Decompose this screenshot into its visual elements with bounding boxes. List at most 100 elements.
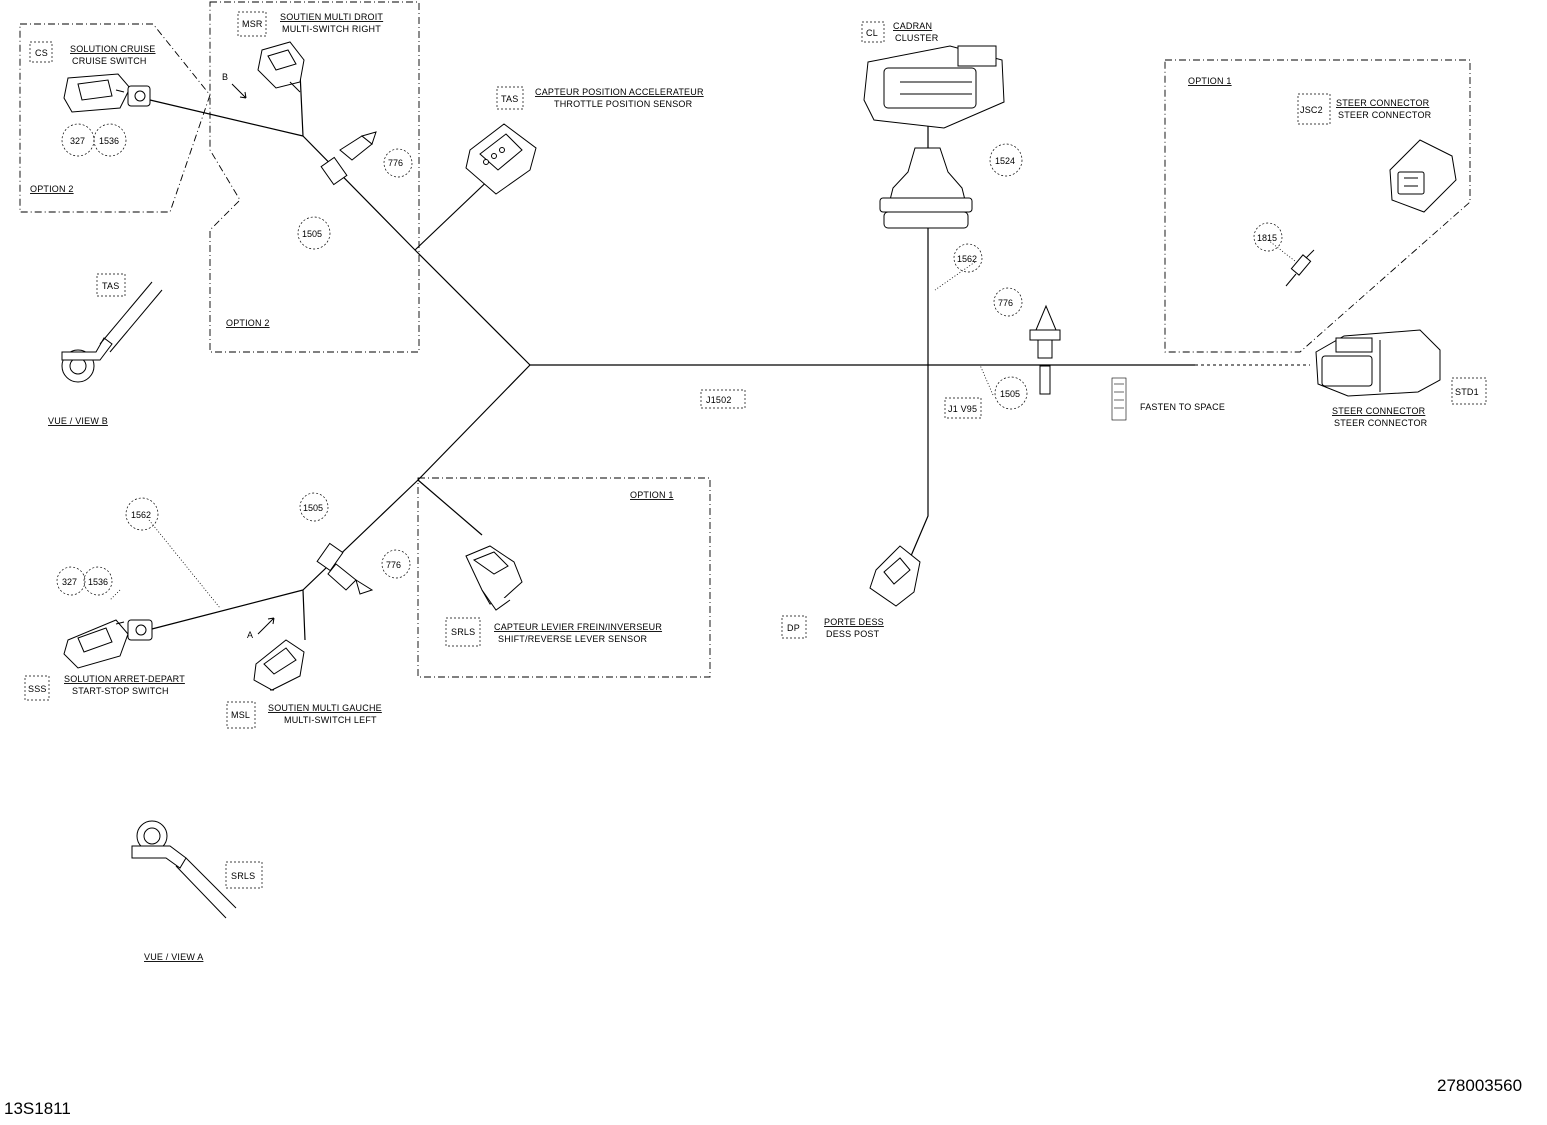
ref-776-right: 776 <box>998 298 1013 308</box>
srls-label-en: SHIFT/REVERSE LEVER SENSOR <box>498 634 648 644</box>
document-code-right: 278003560 <box>1437 1076 1523 1095</box>
cs-label-fr: SOLUTION CRUISE <box>70 44 156 54</box>
callout-dp: DP PORTE DESS DESS POST <box>781 615 884 639</box>
option-2-box-left <box>19 23 211 213</box>
trunk-label: J1502 J1 V95 <box>700 389 982 419</box>
cl-code: CL <box>866 28 878 38</box>
wire-lower-branch <box>302 364 531 641</box>
view-letter-a: A <box>247 630 253 640</box>
tie-wrap-lower-icon <box>316 542 374 595</box>
dp-label-en: DESS POST <box>826 629 880 639</box>
multi-switch-right-connector-icon <box>257 41 305 93</box>
callout-msl: MSL SOUTIEN MULTI GAUCHE MULTI-SWITCH LE… <box>226 701 382 729</box>
ref-1505-upper: 1505 <box>302 229 322 239</box>
view-letter-b: B <box>222 72 228 82</box>
cruise-switch-connector-icon <box>63 73 151 113</box>
trunk-code-2: J1 V95 <box>948 404 977 414</box>
refs-upper-junction: 776 1505 <box>297 148 413 250</box>
leader-lines <box>109 239 1301 609</box>
sss-label-fr: SOLUTION ARRET-DEPART <box>64 674 185 684</box>
trunk-code: J1502 <box>706 395 732 405</box>
ref-327-top: 327 <box>70 136 85 146</box>
callout-srls: SRLS CAPTEUR LEVIER FREIN/INVERSEUR SHIF… <box>445 617 662 647</box>
tie-wrap-right-icon <box>1029 304 1061 395</box>
harness-wires <box>147 71 1195 641</box>
option-2-box-top <box>209 1 420 353</box>
srls-code: SRLS <box>451 627 475 637</box>
ref-1524: 1524 <box>995 156 1015 166</box>
option-boxes <box>19 1 1471 678</box>
callout-msr: MSR SOUTIEN MULTI DROIT MULTI-SWITCH RIG… <box>237 11 383 37</box>
std1-label-en: STEER CONNECTOR <box>1334 418 1428 428</box>
view-arrow-b <box>231 83 247 99</box>
view-a-srls-code: SRLS <box>231 871 255 881</box>
std1-code: STD1 <box>1455 387 1479 397</box>
option-1-label-mid: OPTION 1 <box>630 490 674 500</box>
start-stop-switch-connector-icon <box>63 619 153 669</box>
jsc-label-en: STEER CONNECTOR <box>1338 110 1432 120</box>
ref-1562-right: 1562 <box>957 254 977 264</box>
tas-label-en: THROTTLE POSITION SENSOR <box>554 99 693 109</box>
view-b-tas-code: TAS <box>102 281 119 291</box>
grommet-icon <box>879 147 973 229</box>
srls-label-fr: CAPTEUR LEVIER FREIN/INVERSEUR <box>494 622 662 632</box>
refs-lower-left: 1562 1505 776 327 1536 <box>56 492 411 596</box>
msr-label-en: MULTI-SWITCH RIGHT <box>282 24 381 34</box>
sss-label-en: START-STOP SWITCH <box>72 686 169 696</box>
view-a-label: VUE / VIEW A <box>144 952 203 962</box>
sss-code: SSS <box>28 684 47 694</box>
option-2-label-left: OPTION 2 <box>30 184 74 194</box>
option-1-box-right <box>1164 59 1471 353</box>
ref-1505-right: 1505 <box>1000 389 1020 399</box>
view-b-clip-icon <box>61 281 163 383</box>
refs-tie-right: 776 1505 <box>993 287 1028 410</box>
msr-label-fr: SOUTIEN MULTI DROIT <box>280 12 383 22</box>
spacing-note-text: FASTEN TO SPACE <box>1140 402 1225 412</box>
steer-connector-main-icon <box>1315 329 1441 397</box>
cruise-switch-refs: 327 1536 <box>61 123 127 157</box>
dp-code: DP <box>787 623 800 633</box>
spacing-note: FASTEN TO SPACE <box>1111 377 1225 421</box>
cl-label-en: CLUSTER <box>895 33 939 43</box>
wire-start-stop <box>147 589 304 631</box>
jsc-label-fr: STEER CONNECTOR <box>1336 98 1430 108</box>
wire-srls <box>417 479 483 536</box>
wire-tps <box>414 171 498 251</box>
ref-776-upper: 776 <box>388 158 403 168</box>
msl-code: MSL <box>231 710 250 720</box>
ref-1536-top: 1536 <box>99 136 119 146</box>
ref-1505-lower: 1505 <box>303 503 323 513</box>
tas-code: TAS <box>501 94 518 104</box>
ref-1815: 1815 <box>1257 233 1277 243</box>
ref-1815-group: 1815 <box>1253 222 1283 252</box>
msl-label-fr: SOUTIEN MULTI GAUCHE <box>268 703 382 713</box>
dp-label-fr: PORTE DESS <box>824 617 884 627</box>
multi-switch-left-connector-icon <box>253 639 305 691</box>
option-1-label-right: OPTION 1 <box>1188 76 1232 86</box>
steer-connector-option-icon <box>1389 139 1457 213</box>
ref-327-lower: 327 <box>62 577 77 587</box>
view-b-tas-callout: TAS <box>96 273 126 297</box>
ref-1562-left: 1562 <box>131 510 151 520</box>
view-b-label: VUE / VIEW B <box>48 416 108 426</box>
callout-tas: TAS CAPTEUR POSITION ACCELERATEUR THROTT… <box>496 86 704 110</box>
splice-icon <box>1285 249 1315 287</box>
option-2-label-mid: OPTION 2 <box>226 318 270 328</box>
callout-cs: CS SOLUTION CRUISE CRUISE SWITCH <box>29 41 156 66</box>
cluster-connector-icon <box>863 45 1005 129</box>
dess-post-connector-icon <box>869 545 921 607</box>
srls-sensor-connector-icon <box>465 545 523 611</box>
cs-code: CS <box>35 48 48 58</box>
cl-label-fr: CADRAN <box>893 21 932 31</box>
wire-cluster-dess <box>904 115 929 571</box>
view-a-srls-callout: SRLS <box>225 861 263 889</box>
callout-sss: SSS SOLUTION ARRET-DEPART START-STOP SWI… <box>24 674 185 701</box>
tie-wrap-upper-icon <box>320 131 377 186</box>
cs-label-en: CRUISE SWITCH <box>72 56 147 66</box>
document-code-left: 13S1811 <box>4 1099 71 1118</box>
callout-std1: STD1 STEER CONNECTOR STEER CONNECTOR <box>1332 377 1487 428</box>
ref-1536-lower: 1536 <box>88 577 108 587</box>
ref-776-lower: 776 <box>386 560 401 570</box>
callout-jsc: JSC2 STEER CONNECTOR STEER CONNECTOR <box>1297 93 1432 125</box>
